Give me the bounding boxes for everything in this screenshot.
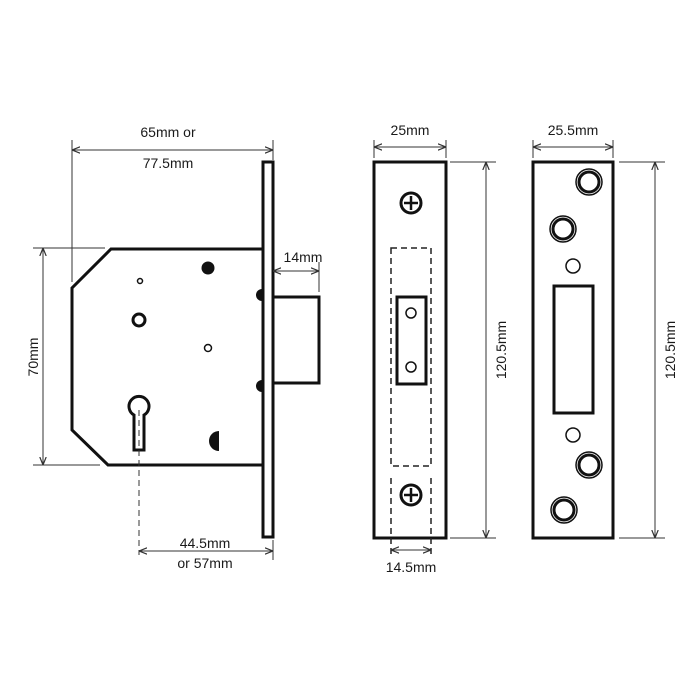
strike-dimension-width: 25.5mm (532, 122, 614, 158)
hole-icon (405, 307, 417, 319)
small-hole-icon (203, 343, 213, 353)
backset-label: 44.5mm (180, 535, 231, 551)
forend-dimension-width: 25mm (373, 122, 447, 158)
forend-dimension-opening: 14.5mm (386, 550, 437, 575)
spindle-hole-icon (131, 312, 147, 328)
bolt-receiver-opening (552, 284, 595, 415)
screw-icon (399, 191, 423, 215)
hole-icon (565, 427, 581, 443)
dimension-width: 65mm or 77.5mm (71, 124, 274, 282)
forend-height-label: 120.5mm (493, 321, 509, 379)
lock-case (70, 247, 265, 467)
strike-height-label: 120.5mm (662, 321, 678, 379)
hole-icon (565, 258, 581, 274)
notch-icon (256, 380, 262, 392)
dimension-height: 70mm (25, 247, 105, 466)
screw-icon (399, 483, 423, 507)
dimension-backset: 44.5mm or 57mm (139, 535, 274, 571)
width-label-alt: 77.5mm (143, 155, 194, 171)
small-hole-icon (136, 277, 144, 285)
opening-width-label: 14.5mm (386, 559, 437, 575)
notch-icon (256, 289, 262, 301)
lock-body (70, 160, 321, 555)
hidden-case-outline (390, 247, 432, 467)
lock-bolt (271, 295, 321, 385)
strike-width-label: 25.5mm (548, 122, 599, 138)
forend-width-label: 25mm (391, 122, 430, 138)
strike-plate (531, 160, 615, 540)
rivet-icon (201, 261, 215, 275)
forend-plate (372, 160, 448, 556)
countersunk-hole-icon (575, 168, 603, 196)
bolt-opening (395, 295, 428, 386)
backset-label-alt: or 57mm (177, 555, 232, 571)
half-rivet-icon (209, 431, 219, 451)
hole-icon (405, 361, 417, 373)
height-label: 70mm (25, 338, 41, 377)
countersunk-hole-icon (575, 451, 603, 479)
countersunk-hole-icon (549, 215, 577, 243)
strike-dimension-height: 120.5mm (619, 161, 678, 539)
width-label: 65mm or (140, 124, 196, 140)
bolt-throw-label: 14mm (284, 249, 323, 265)
dimension-bolt-throw: 14mm (273, 249, 322, 292)
countersunk-hole-icon (550, 496, 578, 524)
forend-dimension-height: 120.5mm (450, 161, 509, 539)
